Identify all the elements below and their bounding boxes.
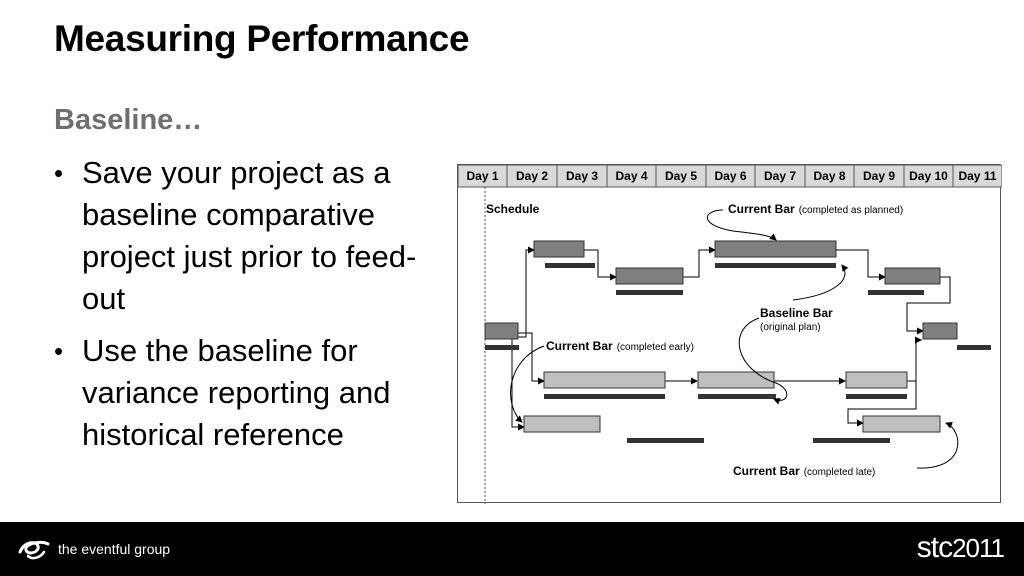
callout-late bbox=[916, 422, 959, 469]
baseline-bar bbox=[957, 345, 991, 350]
day-header-label: Day 8 bbox=[813, 169, 845, 183]
connector-line bbox=[847, 339, 922, 427]
baseline-bar bbox=[868, 290, 924, 295]
bullet-item: • Use the baseline for variance reportin… bbox=[54, 330, 454, 456]
brand-year: 2011 bbox=[952, 533, 1005, 563]
day-header-label: Day 2 bbox=[516, 169, 548, 183]
connector-line bbox=[501, 338, 525, 431]
bullet-text: Save your project as a baseline comparat… bbox=[82, 155, 417, 316]
schedule-label: Schedule bbox=[486, 202, 540, 216]
footer-bar: the eventful group stc2011 bbox=[0, 522, 1024, 576]
label-current-late: Current Bar(completed late) bbox=[733, 464, 875, 478]
company-name: the eventful group bbox=[58, 541, 171, 557]
slide-subtitle: Baseline… bbox=[54, 104, 203, 136]
label-baseline: Baseline Bar bbox=[760, 306, 833, 320]
eventful-group-logo: the eventful group bbox=[18, 538, 170, 560]
baseline-bar bbox=[616, 290, 683, 295]
day-header-label: Day 6 bbox=[714, 169, 746, 183]
current-bar bbox=[697, 371, 775, 389]
bullet-dot-icon: • bbox=[54, 158, 64, 188]
day-header-label: Day 9 bbox=[863, 169, 895, 183]
current-bar bbox=[845, 371, 908, 389]
callout-baseline-upper bbox=[792, 264, 849, 301]
current-bar bbox=[714, 240, 837, 258]
day-header-label: Day 1 bbox=[466, 169, 498, 183]
baseline-bar bbox=[545, 263, 595, 268]
bullet-dot-icon: • bbox=[54, 336, 64, 366]
current-bar bbox=[615, 267, 684, 285]
connector-line bbox=[683, 246, 716, 278]
current-bar bbox=[533, 240, 585, 258]
day-header-label: Day 10 bbox=[909, 169, 948, 183]
label-current-early: Current Bar(completed early) bbox=[546, 339, 694, 353]
current-bar bbox=[484, 322, 519, 340]
callout-planned bbox=[706, 209, 777, 241]
current-bar bbox=[884, 267, 941, 285]
connector-line bbox=[836, 249, 886, 281]
eventful-swirl-icon bbox=[18, 540, 50, 560]
baseline-bar bbox=[813, 438, 890, 443]
baseline-bar bbox=[846, 394, 907, 399]
bullet-list: • Save your project as a baseline compar… bbox=[54, 152, 454, 466]
current-bar bbox=[523, 415, 601, 433]
day-header-label: Day 7 bbox=[764, 169, 796, 183]
current-bar bbox=[862, 415, 941, 433]
connector-line bbox=[518, 332, 545, 385]
connector-line bbox=[907, 336, 922, 382]
label-baseline-note: (original plan) bbox=[760, 322, 821, 333]
day-header-cell bbox=[952, 165, 1002, 188]
brand-text: stc bbox=[916, 531, 953, 564]
bullet-text: Use the baseline for variance reporting … bbox=[82, 333, 391, 452]
connector-line bbox=[906, 276, 951, 335]
slide-title: Measuring Performance bbox=[54, 18, 470, 59]
callout-baseline-lower bbox=[738, 317, 788, 405]
baseline-bar bbox=[627, 438, 704, 443]
day-header-label: Day 5 bbox=[665, 169, 697, 183]
connector-line bbox=[584, 249, 617, 281]
day-header: Day 1 Day 2 Day 3 Day 4 Day 5 Day 6 Day 7 Day 8… bbox=[458, 165, 1002, 188]
day-header-label: Day 4 bbox=[615, 169, 647, 183]
bullet-item: • Save your project as a baseline compar… bbox=[54, 152, 454, 320]
stc-2011-logo: stc2011 bbox=[916, 531, 1005, 565]
connectors bbox=[501, 246, 951, 431]
baseline-bar bbox=[485, 345, 519, 350]
label-current-planned: Current Bar(completed as planned) bbox=[728, 202, 903, 216]
gantt-diagram: Day 1 Day 2 Day 3 Day 4 Day 5 Day 6 Day 7 Day 8… bbox=[457, 164, 1002, 504]
day-header-label: Day 3 bbox=[566, 169, 598, 183]
day-header-label: Day 11 bbox=[958, 169, 996, 183]
baseline-bars bbox=[485, 263, 991, 443]
connector-line bbox=[518, 246, 535, 338]
callout-curves bbox=[510, 209, 959, 469]
current-bar bbox=[543, 371, 666, 389]
callout-early bbox=[510, 345, 545, 423]
baseline-bar bbox=[698, 394, 776, 399]
baseline-bar bbox=[544, 394, 665, 399]
gantt-svg: Day 1 Day 2 Day 3 Day 4 Day 5 Day 6 Day 7 Day 8… bbox=[458, 165, 1002, 504]
baseline-bar bbox=[715, 263, 836, 268]
current-bar bbox=[922, 322, 958, 340]
current-bars bbox=[484, 240, 958, 433]
